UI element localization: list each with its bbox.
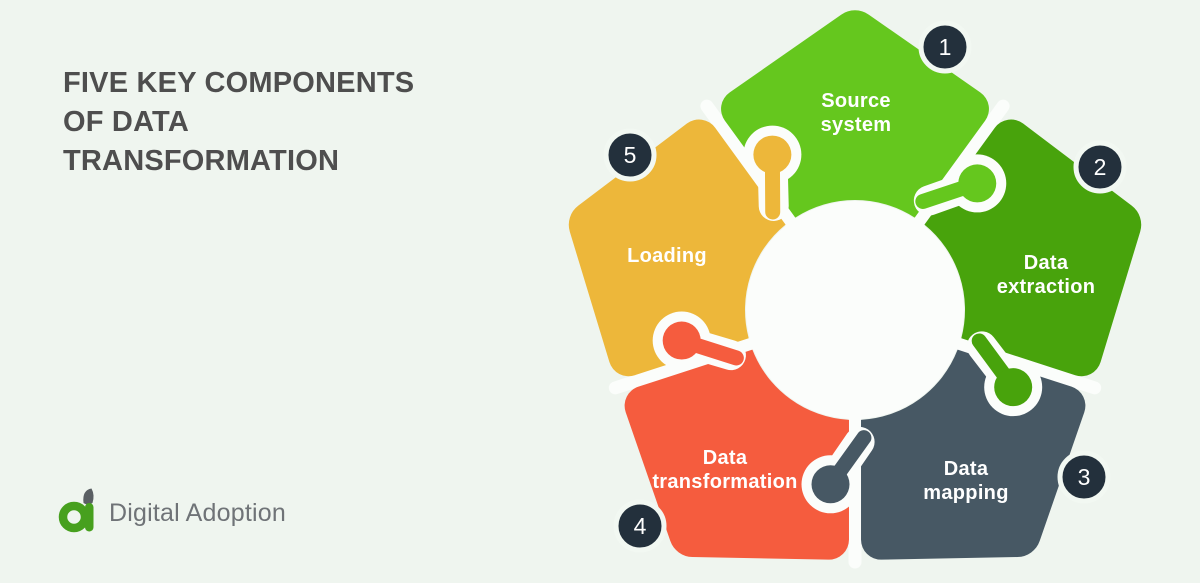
badge-number: 5 xyxy=(624,142,637,168)
badge-number: 3 xyxy=(1078,464,1091,490)
logo-a-stem xyxy=(85,503,94,532)
knob-head xyxy=(994,368,1033,407)
knob-head xyxy=(753,135,792,174)
puzzle-knob-data-extraction xyxy=(966,331,1043,417)
badge-circle xyxy=(603,128,657,182)
badge-number: 2 xyxy=(1094,154,1107,180)
knob-head xyxy=(958,164,997,203)
brand-logo: Digital Adoption xyxy=(56,486,286,534)
page-title: FIVE KEY COMPONENTS OF DATA TRANSFORMATI… xyxy=(63,64,414,181)
badge-circle xyxy=(1073,140,1127,194)
title-line-3: TRANSFORMATION xyxy=(63,145,340,177)
logo-leaf-shape xyxy=(83,488,94,505)
piece-number-badge-loading: 5 xyxy=(603,128,657,182)
badge-circle xyxy=(613,499,667,553)
piece-number-badge-source-system: 1 xyxy=(918,20,972,74)
badge-number: 4 xyxy=(634,513,647,539)
brand-name: Digital Adoption xyxy=(109,499,286,527)
badge-circle xyxy=(1057,450,1111,504)
piece-number-badge-data-mapping: 3 xyxy=(1057,450,1111,504)
piece-label-loading: Loading xyxy=(627,245,707,267)
knob-head xyxy=(662,321,701,360)
badge-number: 1 xyxy=(939,34,952,60)
puzzle-knob-data-transformation xyxy=(652,311,746,371)
digital-adoption-logo-icon xyxy=(58,488,94,533)
puzzle-piece-loading xyxy=(568,119,786,377)
center-disc xyxy=(746,201,964,419)
puzzle-knob-loading xyxy=(743,125,802,221)
piece-number-badge-data-extraction: 2 xyxy=(1073,140,1127,194)
title-line-1: FIVE KEY COMPONENTS xyxy=(63,67,415,99)
piece-number-badge-data-transformation: 4 xyxy=(613,499,667,553)
puzzle-knob-data-mapping xyxy=(801,426,875,514)
title-line-2: OF DATA xyxy=(63,106,189,138)
badge-circle xyxy=(918,20,972,74)
knob-head xyxy=(811,465,850,504)
logo-a-bowl xyxy=(58,501,90,533)
puzzle-knob-source-system xyxy=(913,154,1007,216)
puzzle-piece-data-transformation xyxy=(624,349,849,560)
